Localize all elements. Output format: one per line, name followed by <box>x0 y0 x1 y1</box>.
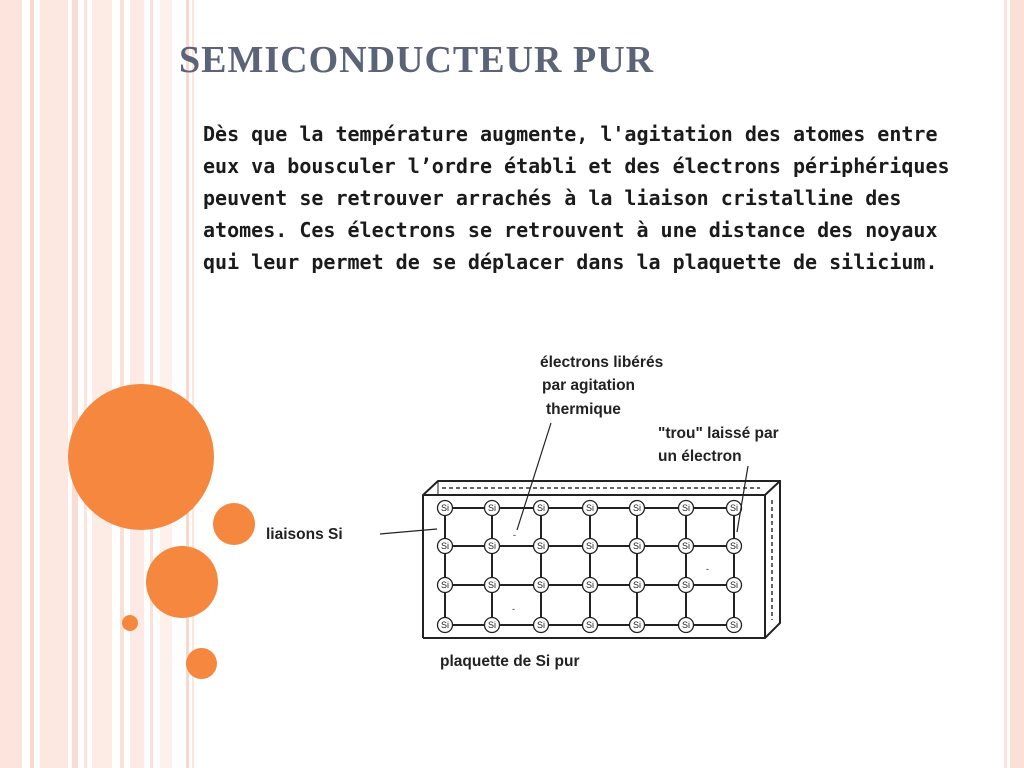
si-atom-label: Si <box>586 541 594 551</box>
si-atom <box>483 537 501 555</box>
si-atom-label: Si <box>633 541 641 551</box>
label-trou-line2: un électron <box>658 448 742 465</box>
si-atom <box>628 576 646 594</box>
label-liaisons: liaisons Si <box>266 526 343 543</box>
si-atom-label: Si <box>730 503 738 513</box>
decorative-circle-medium <box>146 546 218 618</box>
si-atom-label: Si <box>730 620 738 630</box>
si-atom <box>532 537 550 555</box>
si-atom-label: Si <box>488 580 496 590</box>
si-atom <box>628 537 646 555</box>
si-atom <box>725 537 743 555</box>
decorative-circle-tiny <box>122 615 138 631</box>
wafer-top-dashes <box>442 487 773 620</box>
si-atom-label: Si <box>537 620 545 630</box>
si-atom-label: Si <box>488 541 496 551</box>
si-atom-label: Si <box>633 620 641 630</box>
si-atom <box>483 616 501 634</box>
wafer-plate <box>422 480 781 639</box>
si-atom-label: Si <box>682 503 690 513</box>
si-atom-label: Si <box>441 620 449 630</box>
si-atom-label: Si <box>586 503 594 513</box>
si-atom-label: Si <box>537 580 545 590</box>
label-trou-line1: "trou" laissé par <box>658 425 779 442</box>
si-atom-label: Si <box>537 503 545 513</box>
si-atom <box>581 616 599 634</box>
decorative-circle-small <box>213 503 255 545</box>
si-atom <box>436 616 454 634</box>
si-atom-label: Si <box>682 620 690 630</box>
si-atom <box>483 576 501 594</box>
free-electron-mark: - <box>513 530 516 540</box>
si-atom-label: Si <box>441 541 449 551</box>
si-atom <box>436 576 454 594</box>
si-atom <box>532 616 550 634</box>
si-atom <box>677 499 695 517</box>
si-atom <box>725 576 743 594</box>
si-atom <box>677 576 695 594</box>
si-atom <box>532 576 550 594</box>
si-atom-label: Si <box>537 541 545 551</box>
si-atom-label: Si <box>633 580 641 590</box>
si-atom <box>677 537 695 555</box>
si-atom-label: Si <box>633 503 641 513</box>
si-atom-label: Si <box>730 541 738 551</box>
si-atom-label: Si <box>682 580 690 590</box>
decorative-circle-small-bottom <box>186 648 217 679</box>
slide-paragraph: Dès que la température augmente, l'agita… <box>203 122 950 274</box>
si-atom-label: Si <box>586 580 594 590</box>
si-atom <box>628 499 646 517</box>
right-stripe <box>1010 0 1024 768</box>
si-atom <box>483 499 501 517</box>
pointer-lines <box>379 422 749 535</box>
label-electrons-line3: thermique <box>546 401 621 418</box>
si-atom <box>581 576 599 594</box>
label-plaquette: plaquette de Si pur <box>440 653 580 670</box>
si-atom <box>725 616 743 634</box>
label-electrons-line2: par agitation <box>542 377 635 394</box>
si-atom <box>532 499 550 517</box>
decorative-circle-large <box>68 384 214 530</box>
si-atom-label: Si <box>441 503 449 513</box>
si-atom <box>436 499 454 517</box>
si-atom-label: Si <box>682 541 690 551</box>
si-atom <box>581 537 599 555</box>
si-atom <box>581 499 599 517</box>
si-atom <box>677 616 695 634</box>
right-stripe-thin <box>1004 0 1007 768</box>
si-atom-label: Si <box>488 503 496 513</box>
slide-title: SEMICONDUCTEUR PUR <box>179 39 655 81</box>
si-atom <box>436 537 454 555</box>
si-atom <box>628 616 646 634</box>
label-electrons-line1: électrons libérés <box>540 354 663 371</box>
free-electron-mark: - <box>706 564 709 574</box>
si-atom-label: Si <box>730 580 738 590</box>
si-atom-label: Si <box>441 580 449 590</box>
si-atom-label: Si <box>488 620 496 630</box>
si-atom-label: Si <box>586 620 594 630</box>
free-electron-mark: - <box>512 604 515 614</box>
